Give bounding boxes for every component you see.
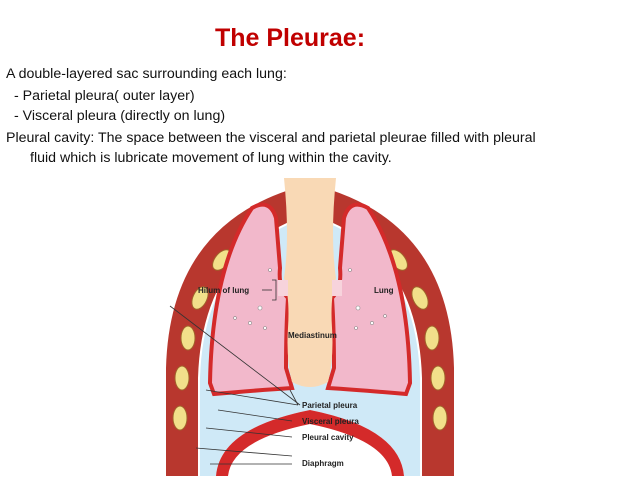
intro-line: A double-layered sac surrounding each lu…: [6, 66, 287, 82]
leader-lines: [169, 279, 301, 465]
label-parietal: Parietal pleura: [302, 401, 358, 410]
diaphragm: [216, 410, 404, 476]
slide-title: The Pleurae:: [214, 24, 366, 52]
label-hilum: Hilum of lung: [198, 286, 249, 295]
label-visceral: Visceral pleura: [302, 417, 359, 426]
bullet-parietal: - Parietal pleura( outer layer): [14, 88, 195, 104]
mediastinum: [284, 178, 336, 387]
ribs: [172, 220, 448, 431]
label-lung: Lung: [374, 286, 394, 295]
lung-dots: [233, 268, 387, 330]
label-diaphragm: Diaphragm: [302, 459, 344, 468]
label-mediastinum: Mediastinum: [288, 331, 337, 340]
pleural-cavity-line-1: Pleural cavity: The space between the vi…: [6, 130, 536, 146]
hilum-right: [332, 280, 342, 296]
hilum-left: [278, 280, 288, 296]
bullet-visceral: - Visceral pleura (directly on lung): [14, 108, 226, 124]
pleural-cavity-line-2: fluid which is lubricate movement of lun…: [30, 150, 392, 166]
left-lung: [207, 202, 295, 397]
right-lung: [325, 202, 413, 397]
pleurae-diagram: Hilum of lung Lung Mediastinum Parietal …: [166, 178, 454, 476]
label-cavity: Pleural cavity: [302, 433, 354, 442]
